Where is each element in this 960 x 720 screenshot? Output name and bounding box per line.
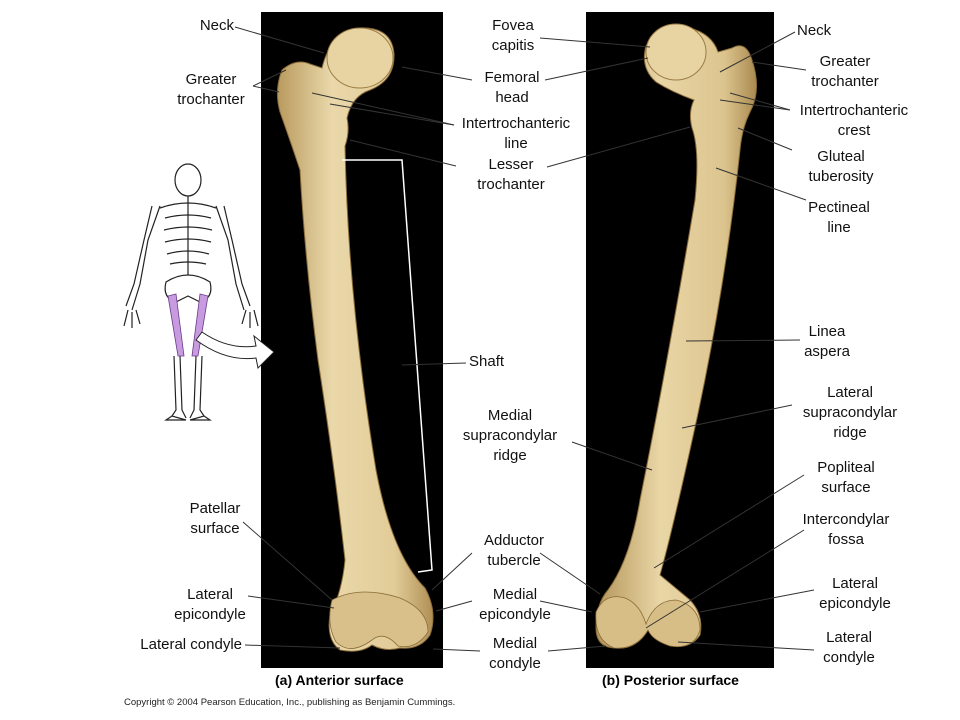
label-medial-supracondylar-ridge: Medial supracondylar ridge <box>462 407 558 464</box>
label-intercondylar-fossa: Intercondylar fossa <box>802 511 890 548</box>
label-anterior-lateral-epicondyle: Lateral epicondyle <box>174 586 246 623</box>
label-posterior-lateral-condyle: Lateral condyle <box>823 629 875 666</box>
pointer-arrow <box>195 331 275 370</box>
label-lateral-supracondylar-ridge: Lateral supracondylar ridge <box>802 384 898 441</box>
label-anterior-lateral-condyle: Lateral condyle <box>140 636 242 653</box>
label-patellar-surface: Patellar surface <box>189 500 241 537</box>
label-posterior-neck: Neck <box>797 22 832 39</box>
label-fovea-capitis: Fovea capitis <box>491 17 535 54</box>
label-popliteal-surface: Popliteal surface <box>817 459 875 496</box>
anterior-femur <box>276 27 434 652</box>
anterior-femur-shape <box>276 27 434 652</box>
label-anterior-neck: Neck <box>199 17 234 34</box>
label-medial-epicondyle: Medial epicondyle <box>479 586 551 623</box>
label-shaft: Shaft <box>469 353 505 370</box>
anterior-condyles <box>329 591 429 649</box>
label-linea-aspera: Linea aspera <box>804 323 850 360</box>
label-medial-condyle: Medial condyle <box>489 635 541 672</box>
label-intertrochanteric-crest: Intertrochanteric crest <box>799 102 909 139</box>
label-femoral-head: Femoral head <box>484 69 540 106</box>
posterior-condyles <box>595 596 701 649</box>
skeleton-figure <box>123 163 259 421</box>
label-lesser-trochanter: Lesser trochanter <box>477 156 545 193</box>
label-posterior-greater-trochanter: Greater trochanter <box>811 53 879 90</box>
label-intertrochanteric-line: Intertrochanteric line <box>461 115 571 152</box>
caption-posterior-surface: (b) Posterior surface <box>602 672 739 688</box>
label-gluteal-tuberosity: Gluteal tuberosity <box>808 148 874 185</box>
copyright-notice: Copyright © 2004 Pearson Education, Inc.… <box>124 697 456 708</box>
posterior-femur-shape <box>595 26 757 649</box>
label-posterior-lateral-epicondyle: Lateral epicondyle <box>819 575 891 612</box>
posterior-femur <box>595 23 757 649</box>
leader-lines <box>234 26 815 652</box>
posterior-femoral-head <box>645 23 707 81</box>
highlighted-femur-left <box>167 293 185 357</box>
label-anterior-greater-trochanter: Greater trochanter <box>177 71 245 108</box>
anterior-femoral-head <box>326 27 394 89</box>
caption-anterior-surface: (a) Anterior surface <box>275 672 404 688</box>
label-adductor-tubercle: Adductor tubercle <box>483 532 545 569</box>
label-pectineal-line: Pectineal line <box>808 199 870 236</box>
